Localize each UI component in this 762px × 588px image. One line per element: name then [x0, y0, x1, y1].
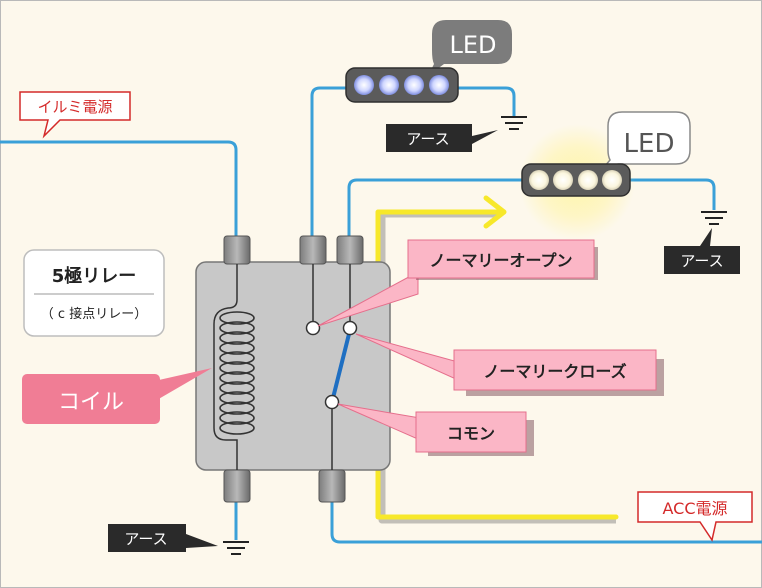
- contact-normally-closed: [342, 320, 358, 336]
- acc-source-label: ACC電源: [662, 499, 727, 518]
- coil-label-box: [22, 374, 160, 424]
- terminal-normally-closed: [336, 235, 364, 265]
- title-main: 5極リレー: [52, 265, 137, 287]
- terminal-coil-top: [223, 235, 251, 265]
- relay: [195, 235, 391, 503]
- ground-label-text: アース: [124, 530, 167, 548]
- title-sub: （ c 接点リレー）: [41, 306, 147, 322]
- common-label: コモン: [447, 424, 495, 443]
- led-unit-on: LED: [519, 111, 691, 240]
- normally-closed-label: ノーマリークローズ: [483, 362, 626, 381]
- led-off-label: LED: [449, 31, 496, 59]
- contact-common: [324, 394, 340, 410]
- terminal-normally-open: [299, 235, 327, 265]
- led-off-bubble: [428, 20, 512, 76]
- ground-label-text: アース: [680, 252, 723, 270]
- normally-closed-box: [453, 349, 657, 391]
- led-unit-off: LED: [345, 20, 512, 103]
- wire-led1-to-ground: [458, 86, 516, 116]
- normally-open-pointer: [317, 271, 419, 327]
- led-bulb: [404, 75, 424, 95]
- ground-label-3: アース: [108, 524, 218, 552]
- acc-source-callout: ACC電源: [637, 491, 753, 542]
- led-bulb: [529, 170, 549, 190]
- led-bulb: [553, 170, 573, 190]
- wires: [0, 86, 762, 544]
- led-bulb: [429, 75, 449, 95]
- title-box: 5極リレー （ c 接点リレー）: [23, 249, 165, 337]
- ground-icon: [501, 116, 527, 130]
- normally-open-box: [407, 239, 595, 279]
- normally-open-callout: ノーマリーオープン: [317, 239, 598, 327]
- ground-label-2: アース: [664, 228, 740, 274]
- ground-label-text: アース: [406, 130, 449, 148]
- terminal-common: [318, 469, 346, 503]
- switch-arm: [330, 328, 352, 404]
- wire-no-to-led1: [310, 86, 350, 238]
- led-on-label: LED: [624, 129, 675, 159]
- common-callout: コモン: [337, 403, 534, 456]
- common-box: [415, 411, 527, 453]
- led-bulb: [379, 75, 399, 95]
- led-bulb: [578, 170, 598, 190]
- normally-open-label: ノーマリーオープン: [429, 251, 572, 270]
- terminal-coil-bottom: [223, 469, 251, 503]
- coil-pointer: [150, 368, 212, 404]
- wire-common-to-acc: [330, 500, 762, 544]
- relay-body: [195, 261, 391, 471]
- coil-label: コイル: [58, 390, 124, 415]
- ground-label-1: アース: [386, 124, 498, 152]
- contact-normally-open: [305, 320, 321, 336]
- ground-symbols: [223, 116, 727, 555]
- coil-callout: コイル: [22, 368, 212, 424]
- coil-lead: [213, 264, 238, 470]
- led-bulb: [354, 75, 374, 95]
- wire-illumination-to-coil: [0, 140, 238, 238]
- illumination-source-callout: イルミ電源: [19, 91, 131, 139]
- coil-winding: [219, 311, 255, 435]
- ground-icon: [701, 211, 727, 225]
- wire-nc-to-led2: [347, 178, 524, 238]
- led-bulb: [602, 170, 622, 190]
- normally-closed-callout: ノーマリークローズ: [355, 333, 664, 396]
- ground-icon: [223, 541, 249, 555]
- illumination-source-label: イルミ電源: [37, 98, 112, 116]
- led-on-bubble: [599, 111, 691, 173]
- wire-led2-to-ground: [630, 178, 716, 210]
